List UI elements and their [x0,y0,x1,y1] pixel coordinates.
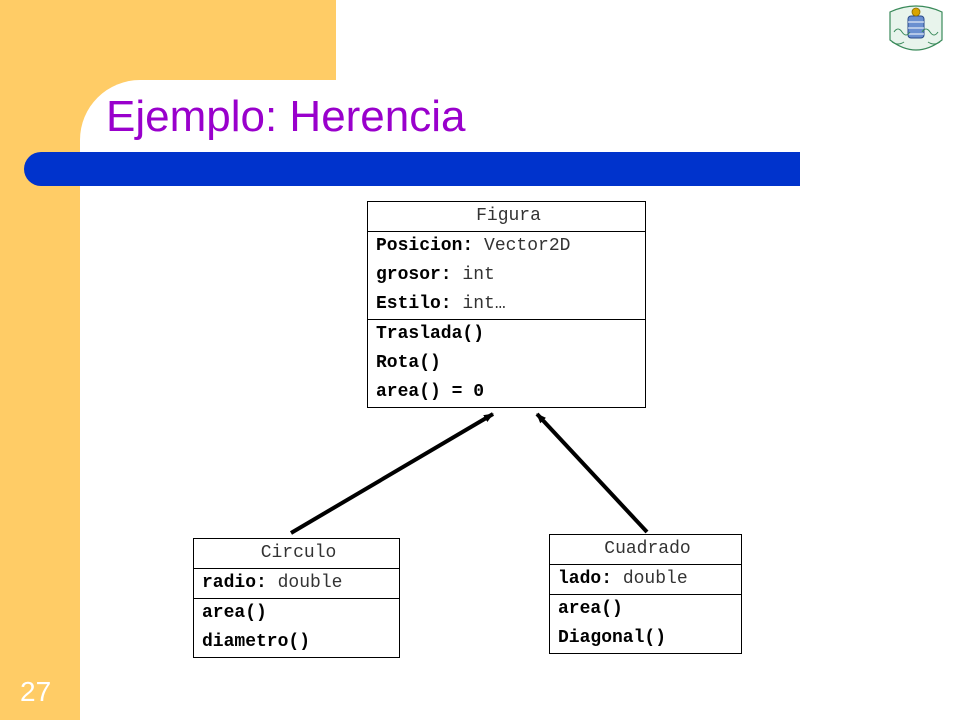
arrow-cuadrado-to-figura [535,412,649,534]
attribute-type: int… [451,294,506,314]
method-row: diametro() [202,632,311,652]
methods-section: area() Diagonal() [550,594,741,653]
class-name: Cuadrado [604,539,691,559]
attributes-section: radio: double [194,568,399,598]
method-row: Rota() [376,353,441,373]
attribute-row: lado: double [558,565,737,594]
class-cuadrado: Cuadrado lado: double area() Diagonal() [549,534,742,654]
class-figura: Figura Posicion: Vector2D grosor: int Es… [367,201,646,408]
method-row: Traslada() [376,324,485,344]
attribute-row: Posicion: Vector2D [376,232,641,261]
attribute-type: double [612,569,688,589]
attribute-name: Posicion: [376,236,474,256]
attribute-type: double [266,573,343,593]
method-row: Diagonal() [558,628,667,648]
arrow-circulo-to-figura [289,412,495,535]
attribute-row: grosor: int [376,261,641,290]
university-crest-icon [889,5,943,51]
class-name: Circulo [260,543,337,563]
attributes-section: Posicion: Vector2D grosor: int Estilo: i… [368,231,645,319]
attribute-name: Estilo: [376,294,452,314]
attribute-row: radio: double [202,569,395,598]
methods-section: area() diametro() [194,598,399,657]
attribute-type: Vector2D [473,236,571,256]
method-row: area() = 0 [376,382,485,402]
left-decorative-band [0,0,80,720]
title-underline-bar [24,152,800,186]
attribute-name: lado: [558,569,613,589]
methods-section: Traslada() Rota() area() = 0 [368,319,645,407]
class-circulo: Circulo radio: double area() diametro() [193,538,400,658]
attributes-section: lado: double [550,564,741,594]
attribute-name: radio: [202,573,267,593]
method-row: area() [202,603,267,623]
attribute-row: Estilo: int… [376,290,641,319]
class-name: Figura [476,206,541,226]
attribute-type: int [451,265,495,285]
slide-title: Ejemplo: Herencia [106,92,466,141]
method-row: area() [558,599,623,619]
top-decorative-band [0,0,336,80]
page-number: 27 [20,676,52,707]
attribute-name: grosor: [376,265,452,285]
